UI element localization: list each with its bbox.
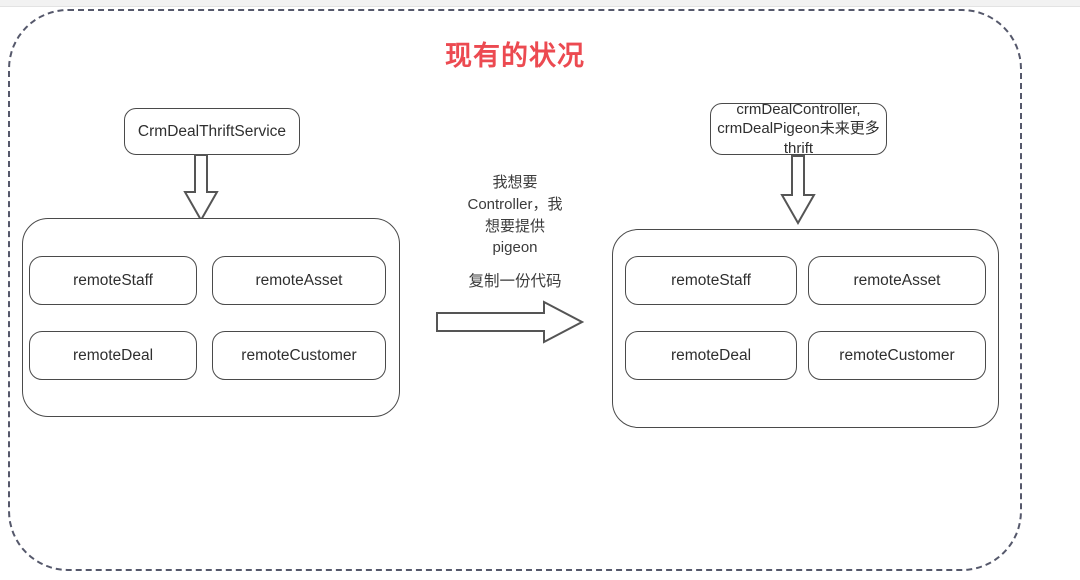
left-service-remotestaff[interactable]: remoteStaff	[29, 256, 197, 305]
right-block-arrow	[436, 300, 584, 344]
window-top-strip	[0, 0, 1080, 7]
middle-note-bottom: 复制一份代码	[468, 273, 562, 290]
down-block-arrow-left	[183, 154, 219, 222]
right-service-remotecustomer[interactable]: remoteCustomer	[808, 331, 986, 380]
right-service-remotedeal[interactable]: remoteDeal	[625, 331, 797, 380]
left-service-node[interactable]: CrmDealThriftService	[124, 108, 300, 155]
right-service-remoteasset[interactable]: remoteAsset	[808, 256, 986, 305]
down-block-arrow-right	[780, 155, 816, 225]
right-service-remotestaff[interactable]: remoteStaff	[625, 256, 797, 305]
left-service-remotecustomer[interactable]: remoteCustomer	[212, 331, 386, 380]
left-service-remoteasset[interactable]: remoteAsset	[212, 256, 386, 305]
page-title: 现有的状况	[445, 41, 585, 71]
left-service-remotedeal[interactable]: remoteDeal	[29, 331, 197, 380]
left-service-group	[22, 218, 400, 417]
